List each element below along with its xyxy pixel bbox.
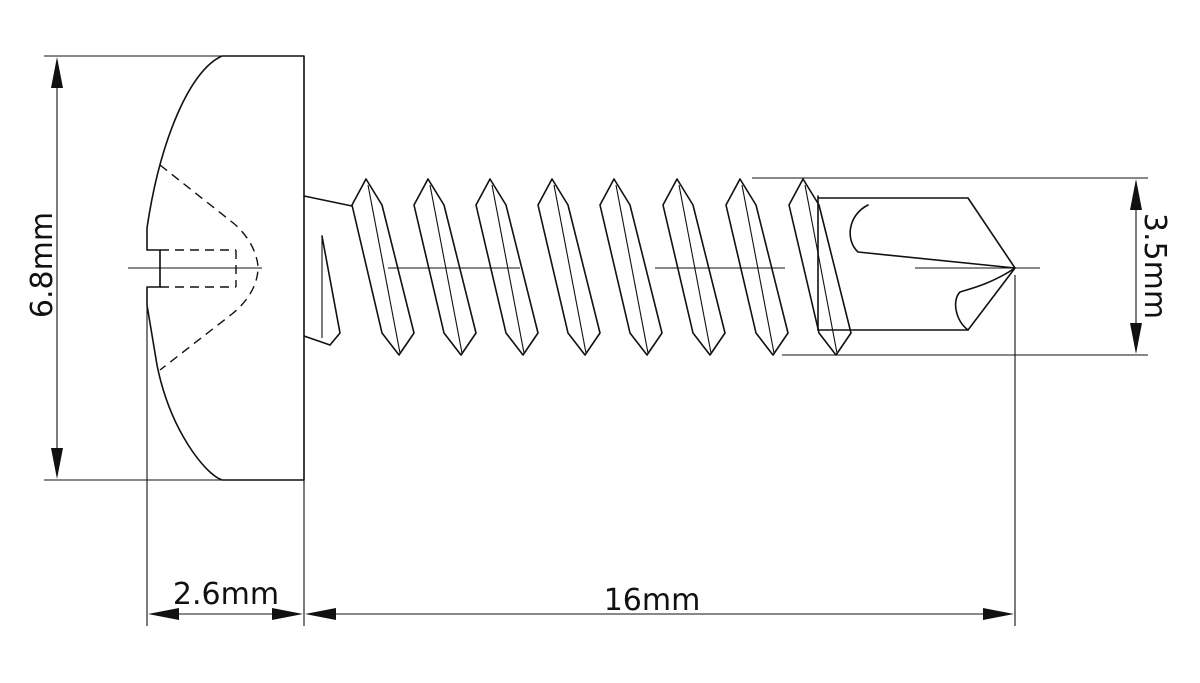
thread-helix-line bbox=[678, 184, 712, 354]
head-thickness-label: 2.6mm bbox=[173, 577, 279, 612]
arrow-up bbox=[51, 57, 63, 88]
thread-helix-line bbox=[491, 184, 525, 354]
thread-helix-line bbox=[429, 184, 463, 354]
thread-flanks bbox=[321, 178, 852, 356]
thread-flank bbox=[351, 178, 415, 356]
recess-hidden-line bbox=[159, 164, 259, 371]
threaded-shank bbox=[303, 178, 852, 356]
arrow-right bbox=[983, 608, 1014, 620]
screw-head bbox=[128, 55, 305, 481]
dimension-head-height: 6.8mm bbox=[25, 55, 222, 481]
dimension-head-thickness: 2.6mm bbox=[146, 305, 305, 626]
arrow-left bbox=[305, 608, 336, 620]
thread-diameter-label: 3.5mm bbox=[1137, 213, 1172, 319]
thread-flank bbox=[537, 178, 601, 356]
thread-flank bbox=[788, 178, 852, 356]
thread-flank bbox=[475, 178, 539, 356]
thread-helix-line bbox=[553, 184, 587, 354]
flute-upper bbox=[849, 204, 1016, 269]
thread-helix-line bbox=[804, 184, 838, 354]
arrow-down bbox=[1130, 323, 1142, 354]
arrow-left bbox=[148, 608, 179, 620]
thread-flank bbox=[413, 178, 477, 356]
neck-outline bbox=[303, 195, 353, 346]
head-height-label: 6.8mm bbox=[25, 212, 60, 318]
thread-flank bbox=[662, 178, 726, 356]
drill-point-outline bbox=[817, 197, 1016, 331]
thread-helix-line bbox=[615, 184, 649, 354]
thread-flank bbox=[599, 178, 663, 356]
thread-helix-line bbox=[741, 184, 775, 354]
arrow-right bbox=[272, 608, 303, 620]
thread-helix-line bbox=[367, 184, 401, 354]
drill-point bbox=[817, 197, 1040, 331]
arrow-down bbox=[51, 448, 63, 479]
flute-lower bbox=[954, 267, 1016, 331]
shank-length-label: 16mm bbox=[604, 583, 701, 618]
arrow-up bbox=[1130, 179, 1142, 210]
thread-flank bbox=[725, 178, 789, 356]
dimension-thread-diameter: 3.5mm bbox=[752, 177, 1172, 356]
dimension-shank-length: 16mm bbox=[305, 275, 1016, 626]
thread-start bbox=[321, 235, 341, 346]
